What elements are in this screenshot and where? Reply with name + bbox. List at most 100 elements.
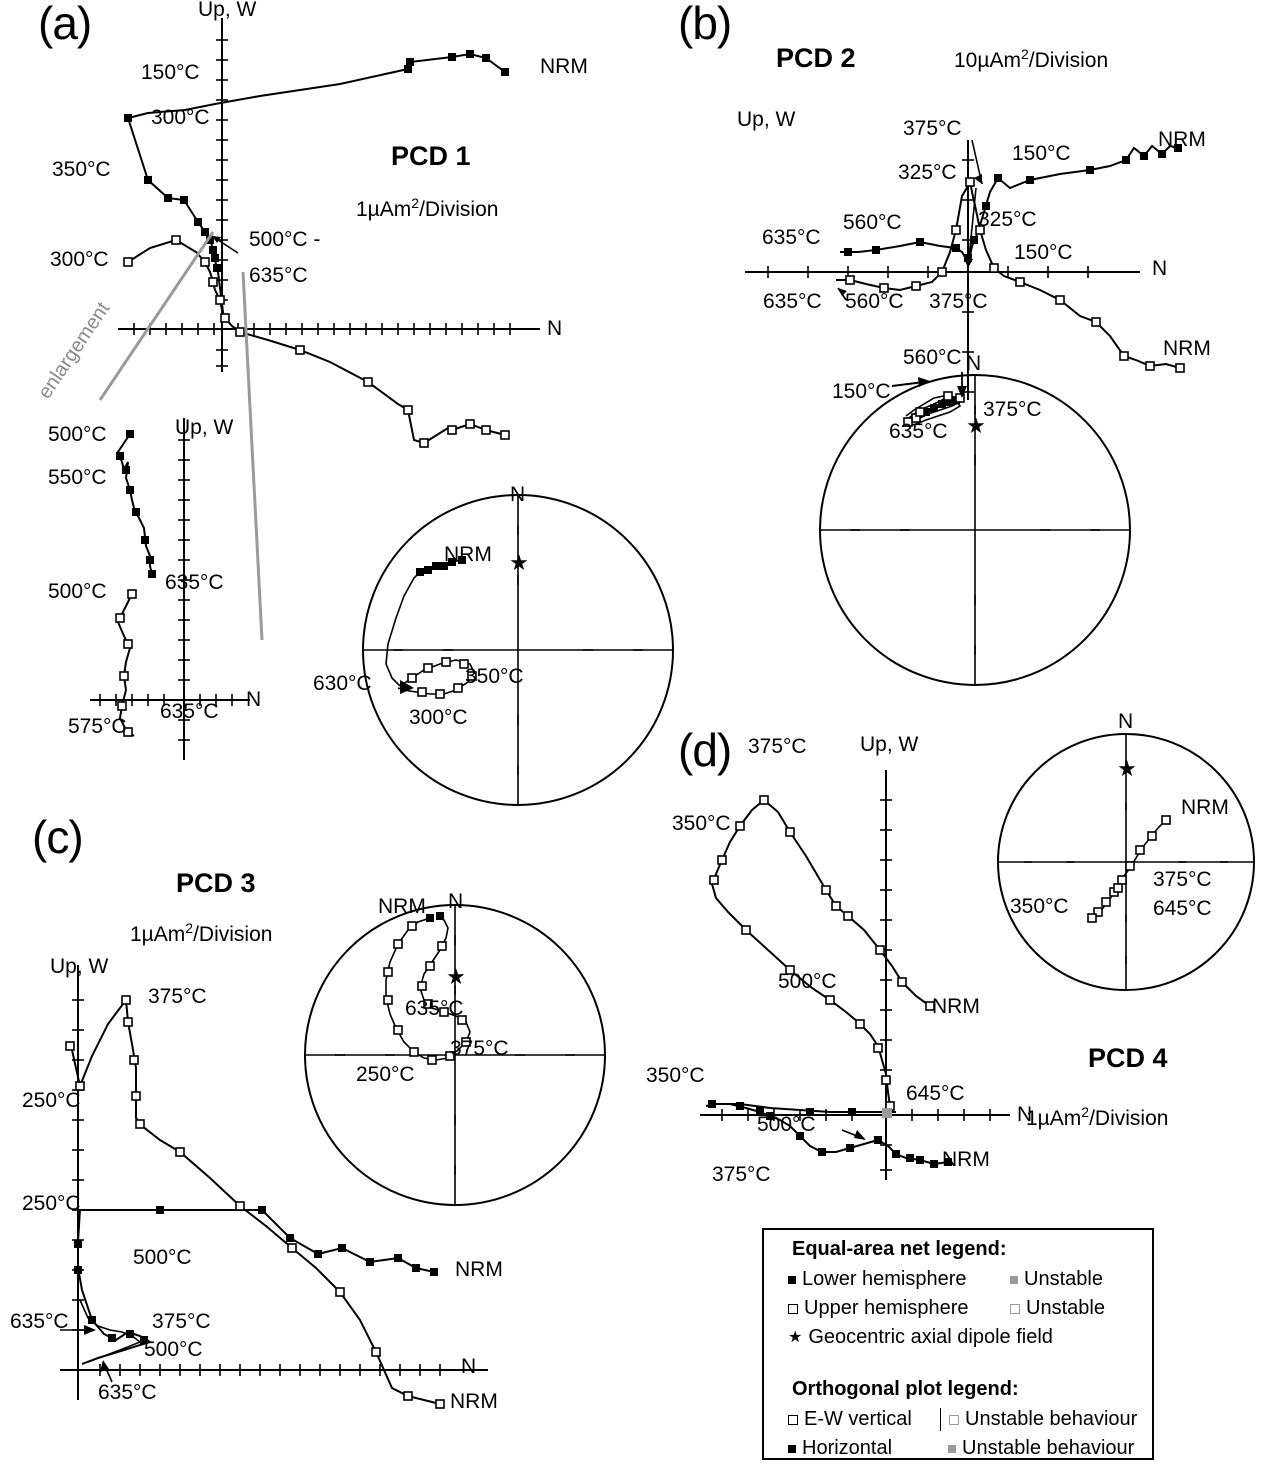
panel-b-axis-up-w: Up, W xyxy=(737,108,796,131)
panel-b-stereo-150c: 150°C xyxy=(832,380,891,403)
panel-b-stereonet: ★ xyxy=(819,372,1131,686)
panel-a-label-500c: 500°C - xyxy=(249,228,321,251)
panel-d-stereo-375c: 375°C xyxy=(1153,868,1212,891)
panel-c-stereo-635c: 635°C xyxy=(405,997,464,1020)
panel-a-scale-num: 1µAm xyxy=(356,198,412,221)
legend-horizontal-label: Horizontal xyxy=(802,1437,893,1459)
panel-c-stereo-250c: 250°C xyxy=(356,1063,415,1086)
panel-d-nrm-2: NRM xyxy=(942,1148,990,1171)
panel-d-orthogonal-plot xyxy=(700,770,1010,1180)
panel-a-axis-n: N xyxy=(547,317,563,340)
panel-a-scale-sup: 2 xyxy=(411,195,420,211)
panel-d-label-375c-2: 375°C xyxy=(712,1163,771,1186)
panel-b-nrm-top: NRM xyxy=(1158,128,1206,151)
panel-d-nrm-1: NRM xyxy=(932,995,980,1018)
panel-a-label-300c-upper: 300°C xyxy=(151,106,210,129)
panel-c-label-635c-2: 635°C xyxy=(98,1381,157,1404)
panel-b-label-150c-2: 150°C xyxy=(1014,241,1073,264)
panel-b-title: PCD 2 xyxy=(776,43,856,73)
panel-c-label-250c-2: 250°C xyxy=(22,1192,81,1215)
grey-open-square-icon xyxy=(1010,1303,1020,1314)
panel-d-label-375c: 375°C xyxy=(748,735,807,758)
legend-unstable-label-1: Unstable xyxy=(1024,1268,1103,1290)
legend-heading-equal-area: Equal-area net legend: xyxy=(792,1238,1007,1260)
panel-d-label-350c-2: 350°C xyxy=(646,1064,705,1087)
panel-d-stereonet: ★ xyxy=(997,733,1255,991)
svg-text:★: ★ xyxy=(1117,756,1137,781)
panel-b-label-375c: 375°C xyxy=(903,117,962,140)
panel-a-scale-rest: /Division xyxy=(419,198,499,221)
panel-c-scale-num: 1µAm xyxy=(130,923,186,946)
panel-c-stereonet: ★ xyxy=(304,904,606,1206)
panel-d-label-350c: 350°C xyxy=(672,812,731,835)
panel-a-stereo-300c: 300°C xyxy=(409,706,468,729)
panel-a-stereo-n: N xyxy=(510,483,526,506)
panel-a-enl-label-635c-2: 635°C xyxy=(160,700,219,723)
legend-gad-label: Geocentric axial dipole field xyxy=(808,1326,1053,1348)
grey-square-icon xyxy=(1010,1275,1018,1284)
panel-a-stereo-nrm: NRM xyxy=(444,543,492,566)
panel-a-nrm-top: NRM xyxy=(540,55,588,78)
panel-a-label-635c: 635°C xyxy=(249,264,308,287)
panel-d-axis-up-w: Up, W xyxy=(860,733,919,756)
panel-d-scale-sup: 2 xyxy=(1081,1104,1090,1120)
panel-a-stereonet: ★ xyxy=(362,494,674,806)
panel-a-enl-axis-n: N xyxy=(246,688,262,711)
panel-b-label-635c: 635°C xyxy=(762,226,821,249)
panel-b-stereo-635c: 635°C xyxy=(889,420,948,443)
panel-b-label-375c-2: 375°C xyxy=(929,290,988,313)
panel-a-title: PCD 1 xyxy=(391,141,471,171)
open-square-icon-2 xyxy=(788,1414,798,1425)
panel-a-enl-label-575c: 575°C xyxy=(68,715,127,738)
svg-text:★: ★ xyxy=(966,413,986,438)
panel-a-label-350c: 350°C xyxy=(52,158,111,181)
panel-a-label-300c-lower: 300°C xyxy=(50,248,109,271)
panel-d-scale-rest: /Division xyxy=(1089,1107,1169,1130)
panel-b-nrm-bottom: NRM xyxy=(1163,337,1211,360)
legend-unstable-label-2: Unstable xyxy=(1026,1297,1105,1319)
panel-c-label-375c-2: 375°C xyxy=(152,1310,211,1333)
panel-a-enlargement-plot xyxy=(90,418,250,760)
filled-square-icon xyxy=(788,1275,796,1284)
legend-row-ew-vertical: E-W vertical Unstable behaviour xyxy=(788,1408,1152,1431)
legend-row-upper-hemisphere: Upper hemisphere Unstable xyxy=(788,1297,1152,1320)
panel-b-label-560c: 560°C xyxy=(843,211,902,234)
panel-d-scale: 1µAm2/Division xyxy=(1026,1104,1168,1131)
legend-row-lower-hemisphere: Lower hemisphere Unstable xyxy=(788,1268,1152,1291)
panel-b-label-150c: 150°C xyxy=(1012,142,1071,165)
panel-a-enl-label-500c-2: 500°C xyxy=(48,580,107,603)
panel-d-label-500c-2: 500°C xyxy=(757,1113,816,1136)
panel-b-label-635c-2: 635°C xyxy=(763,290,822,313)
panel-c-axis-up-w: Up, W xyxy=(50,955,109,978)
legend-unstable-behaviour-1: Unstable behaviour xyxy=(965,1408,1138,1430)
open-square-icon xyxy=(788,1303,798,1314)
panel-d-axis-n: N xyxy=(1017,1103,1033,1126)
panel-a-orthogonal-plot xyxy=(118,18,540,448)
panel-d-stereo-nrm: NRM xyxy=(1181,796,1229,819)
panel-b-scale-rest: /Division xyxy=(1028,49,1109,72)
panel-letter-d: (d) xyxy=(678,724,732,776)
panel-b-stereo-n: N xyxy=(966,352,982,375)
enlargement-label: enlargement xyxy=(34,298,115,403)
panel-a-scale: 1µAm2/Division xyxy=(356,195,498,222)
panel-a-stereo-630c: 630°C xyxy=(313,672,372,695)
legend-upper-hemisphere-label: Upper hemisphere xyxy=(804,1297,969,1319)
panel-c-scale-sup: 2 xyxy=(185,920,194,936)
panel-a-enl-label-500c: 500°C xyxy=(48,423,107,446)
panel-d-stereo-350c: 350°C xyxy=(1010,895,1069,918)
filled-square-icon-2 xyxy=(788,1444,796,1453)
panel-b-stereo-375c: 375°C xyxy=(983,398,1042,421)
panel-c-scale-rest: /Division xyxy=(193,923,273,946)
panel-c-orthogonal-plot xyxy=(60,965,488,1409)
panel-c-stereo-375c: 375°C xyxy=(450,1037,509,1060)
legend-row-gad: ★Geocentric axial dipole field xyxy=(788,1326,1152,1349)
panel-d-stereo-n: N xyxy=(1118,710,1134,733)
panel-a-axis-up-w: Up, W xyxy=(198,0,257,21)
legend-heading-orthogonal: Orthogonal plot legend: xyxy=(792,1378,1019,1400)
legend-unstable-behaviour-2: Unstable behaviour xyxy=(962,1437,1135,1459)
panel-letter-c: (c) xyxy=(32,811,84,863)
panel-b-scale-sup: 2 xyxy=(1020,46,1029,62)
svg-text:★: ★ xyxy=(446,964,466,989)
